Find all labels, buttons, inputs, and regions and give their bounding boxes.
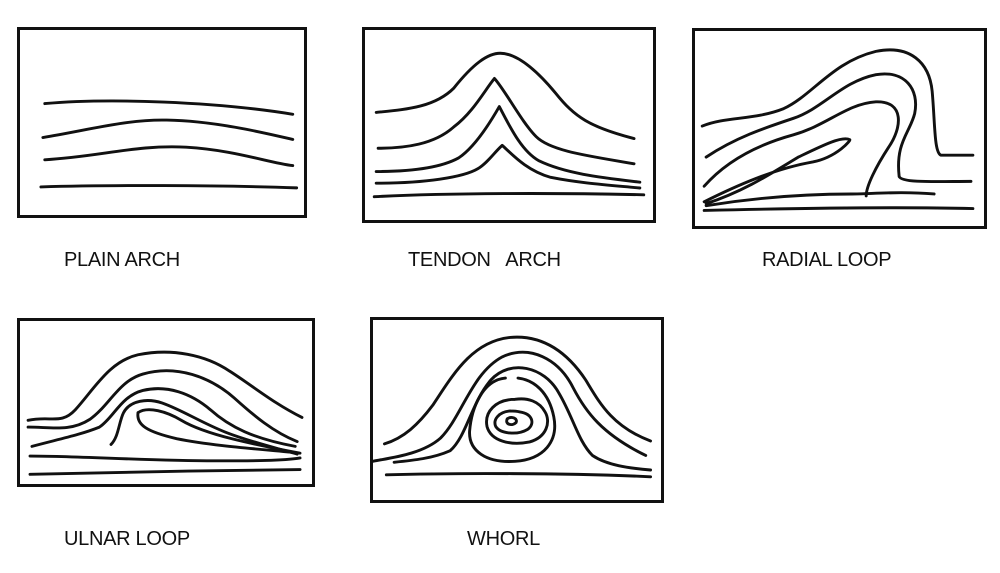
- tendon-arch-ridges: [372, 51, 646, 199]
- ridge-line: [702, 137, 852, 206]
- ridge-line: [109, 399, 299, 456]
- ridge-line: [30, 387, 297, 448]
- tendon-arch-label: TENDON ARCH: [408, 249, 561, 271]
- ridge-line: [39, 184, 299, 190]
- ridge-line: [374, 143, 642, 190]
- ulnar-loop-label: ULNAR LOOP: [64, 528, 190, 550]
- ridge-line: [505, 416, 518, 427]
- plain-arch-ridges: [39, 99, 299, 190]
- radial-loop-ridges: [700, 48, 975, 212]
- ridge-line: [704, 72, 973, 184]
- ridge-line: [372, 192, 646, 199]
- ridge-line: [702, 206, 975, 212]
- ridge-line: [702, 100, 900, 198]
- ridge-line: [26, 369, 299, 444]
- ridge-line: [41, 118, 295, 141]
- tendon-arch-panel: [362, 27, 656, 223]
- ridge-line: [26, 350, 304, 422]
- ridge-line: [374, 51, 636, 141]
- ulnar-loop-ridges: [26, 350, 304, 476]
- ridge-line: [485, 397, 549, 445]
- ridge-line: [392, 366, 652, 472]
- ridge-line: [43, 99, 295, 116]
- ridge-line: [493, 409, 534, 435]
- ridge-line: [43, 145, 295, 168]
- ridge-line: [373, 350, 648, 463]
- ridge-line: [28, 454, 302, 463]
- radial-loop-panel: [692, 28, 987, 229]
- ridge-line: [136, 408, 302, 455]
- ridge-line: [384, 472, 652, 479]
- ridge-line: [382, 335, 652, 446]
- ridge-line: [700, 48, 975, 157]
- radial-loop-label: RADIAL LOOP: [762, 249, 892, 271]
- whorl-panel: [370, 317, 664, 503]
- ridge-line: [468, 376, 557, 463]
- ridge-line: [376, 77, 636, 166]
- ridge-line: [28, 468, 302, 476]
- ulnar-loop-panel: [17, 318, 315, 487]
- ridge-line: [374, 105, 642, 184]
- plain-arch-label: PLAIN ARCH: [64, 249, 180, 271]
- whorl-label: WHORL: [467, 528, 540, 550]
- ridge-line: [704, 191, 936, 208]
- whorl-ridges: [373, 335, 652, 479]
- plain-arch-panel: [17, 27, 307, 218]
